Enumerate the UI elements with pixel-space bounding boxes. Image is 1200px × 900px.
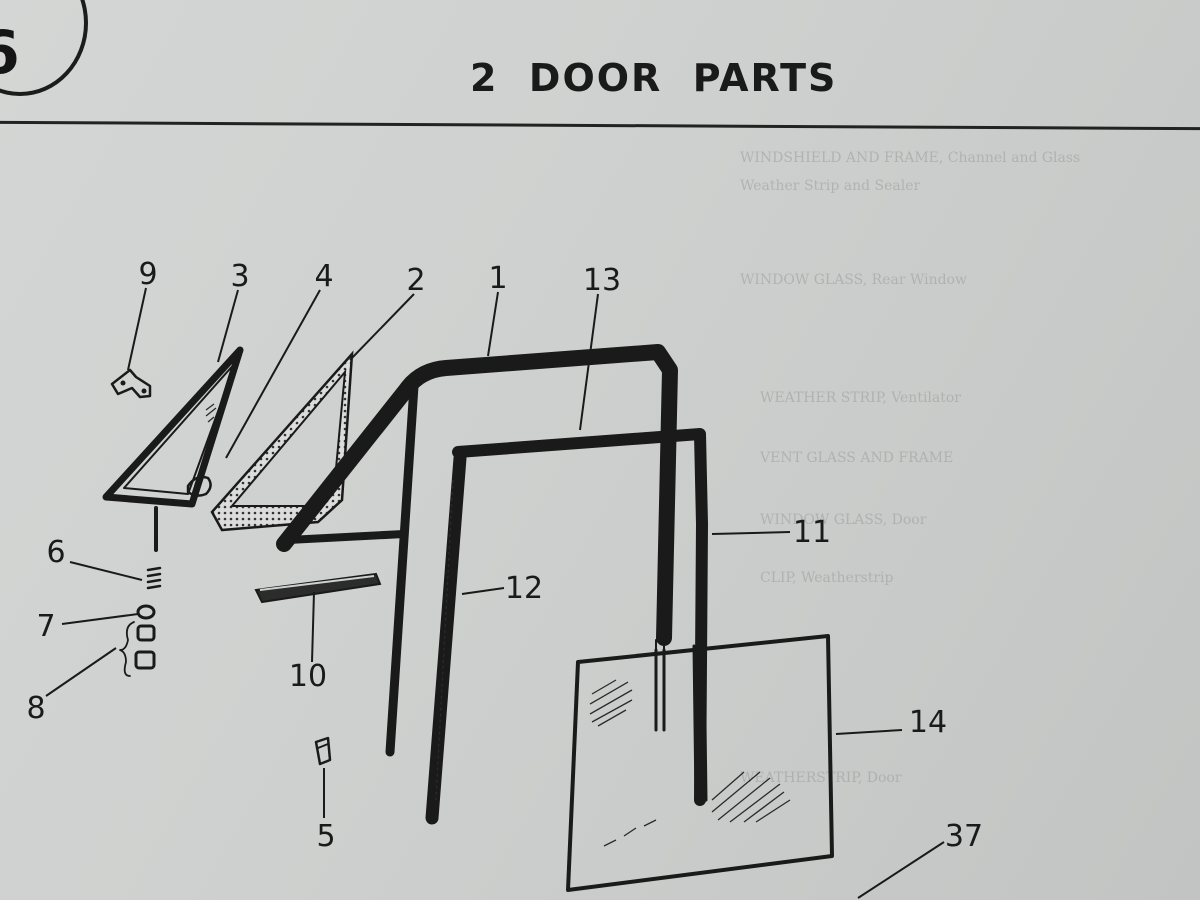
part-1-window-frame [276, 344, 678, 757]
callout-5: 5 [316, 819, 335, 854]
callout-6: 6 [46, 535, 65, 570]
ghost-text-3: WINDOW GLASS, Rear Window [740, 272, 967, 288]
part-9-bracket [110, 368, 152, 399]
part-6-spring [146, 566, 162, 590]
callout-9: 9 [138, 257, 157, 292]
ghost-text-5: VENT GLASS AND FRAME [760, 450, 954, 466]
part-5-clip [314, 736, 332, 766]
ghost-text-2: Weather Strip and Sealer [740, 178, 921, 194]
callout-11: 11 [793, 515, 831, 550]
part-12-vertical-channel [425, 451, 467, 825]
part-3-vent-frame [102, 346, 244, 552]
callout-37: 37 [945, 819, 983, 854]
callout-12: 12 [505, 571, 543, 606]
callout-2: 2 [406, 263, 425, 298]
part-10-weatherstrip [254, 572, 382, 604]
callout-14: 14 [909, 705, 947, 740]
ghost-text-6: WINDOW GLASS, Door [760, 512, 927, 528]
callout-1: 1 [488, 261, 507, 296]
callout-10: 10 [289, 659, 327, 694]
part-13-run-channel [452, 428, 708, 806]
callout-8: 8 [26, 691, 45, 726]
callout-4: 4 [314, 259, 333, 294]
callout-3: 3 [230, 259, 249, 294]
part-14-door-glass [566, 634, 834, 892]
ghost-text-1: WINDSHIELD AND FRAME, Channel and Glass [740, 150, 1081, 166]
callout-13: 13 [583, 263, 621, 298]
callout-7: 7 [36, 609, 55, 644]
part-4-pivot [186, 475, 212, 497]
part-7-washer [136, 604, 156, 620]
page-marker-number: 6 [0, 18, 20, 88]
part-8-nuts [119, 621, 156, 677]
ghost-text-7: CLIP, Weatherstrip [760, 570, 894, 586]
leader-lines [45, 287, 945, 899]
page-title: 2 DOOR PARTS [470, 56, 838, 100]
ghost-text-4: WEATHER STRIP, Ventilator [760, 390, 961, 406]
